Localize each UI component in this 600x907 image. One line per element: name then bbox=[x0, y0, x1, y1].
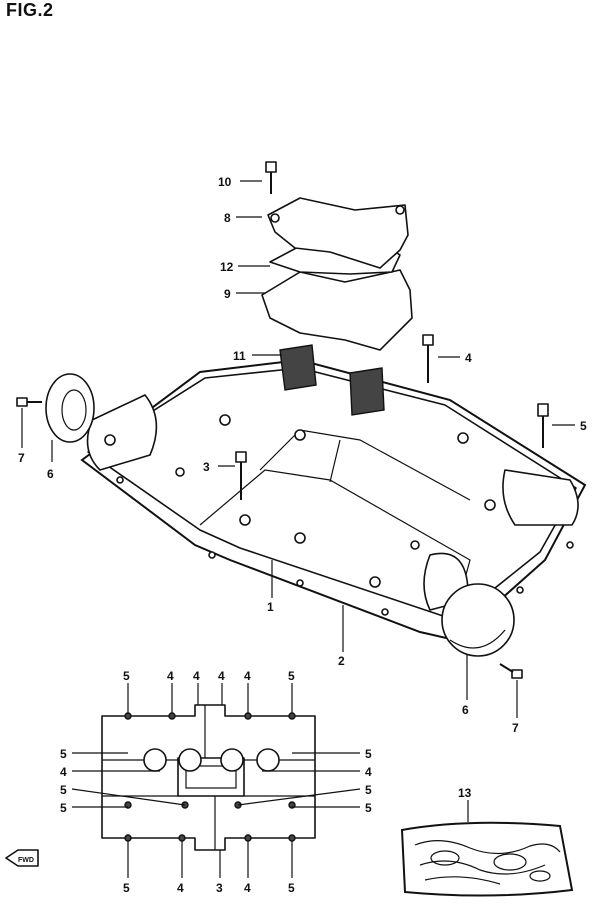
plan-top-label: 5 bbox=[123, 669, 130, 683]
plan-top-label: 4 bbox=[167, 669, 174, 683]
bolt-10 bbox=[265, 161, 277, 194]
callout-12: 12 bbox=[220, 260, 234, 274]
plan-bottom-label: 4 bbox=[177, 881, 184, 895]
end-cap-right bbox=[441, 583, 515, 657]
plan-right-label: 4 bbox=[365, 765, 372, 779]
callout-7-right: 7 bbox=[512, 721, 519, 735]
callout-2: 2 bbox=[338, 654, 345, 668]
plan-top-label: 4 bbox=[218, 669, 225, 683]
callout-7-left: 7 bbox=[18, 451, 25, 465]
plan-left-label: 5 bbox=[60, 783, 67, 797]
callout-8: 8 bbox=[224, 211, 231, 225]
plan-bottom-label: 4 bbox=[244, 881, 251, 895]
end-cap-left bbox=[45, 373, 95, 443]
plan-view: 5 4 4 4 4 5 5 4 3 4 5 5 4 5 5 5 4 5 5 bbox=[60, 669, 372, 895]
cylinder-head-cover bbox=[80, 358, 587, 642]
bolt-3 bbox=[235, 451, 247, 500]
callout-6-right: 6 bbox=[462, 703, 469, 717]
plan-bottom-label: 5 bbox=[123, 881, 130, 895]
screw-7-right bbox=[499, 663, 523, 679]
callout-6-left: 6 bbox=[47, 467, 54, 481]
plan-right-label: 5 bbox=[365, 747, 372, 761]
breather-cover bbox=[267, 197, 409, 269]
callout-4: 4 bbox=[465, 351, 472, 365]
plan-left-label: 5 bbox=[60, 747, 67, 761]
screw-7-left bbox=[16, 397, 42, 407]
callout-13: 13 bbox=[458, 786, 472, 800]
callout-3: 3 bbox=[203, 460, 210, 474]
callout-10: 10 bbox=[218, 175, 232, 189]
plan-left-label: 4 bbox=[60, 765, 67, 779]
breather-gasket bbox=[261, 269, 413, 351]
bolt-5-right bbox=[537, 403, 549, 448]
bolt-4-right bbox=[422, 334, 434, 383]
callout-5: 5 bbox=[580, 419, 587, 433]
plan-right-label: 5 bbox=[365, 801, 372, 815]
plan-left-label: 5 bbox=[60, 801, 67, 815]
plan-bottom-label: 3 bbox=[216, 881, 223, 895]
plan-bottom-label: 5 bbox=[288, 881, 295, 895]
forward-direction-arrow: FWD bbox=[5, 849, 39, 867]
figure-title: FIG.2 bbox=[6, 0, 54, 20]
callout-11: 11 bbox=[233, 349, 246, 363]
cover-gasket bbox=[80, 358, 587, 642]
plan-top-label: 5 bbox=[288, 669, 295, 683]
gasket-set-bag bbox=[400, 821, 574, 897]
callouts: 10 8 12 9 11 4 5 3 7 6 1 2 6 7 13 bbox=[18, 175, 587, 822]
callout-1: 1 bbox=[267, 600, 274, 614]
callout-9: 9 bbox=[224, 287, 231, 301]
plan-top-label: 4 bbox=[193, 669, 200, 683]
plan-top-label: 4 bbox=[244, 669, 251, 683]
fwd-label: FWD bbox=[18, 857, 34, 864]
plan-right-label: 5 bbox=[365, 783, 372, 797]
